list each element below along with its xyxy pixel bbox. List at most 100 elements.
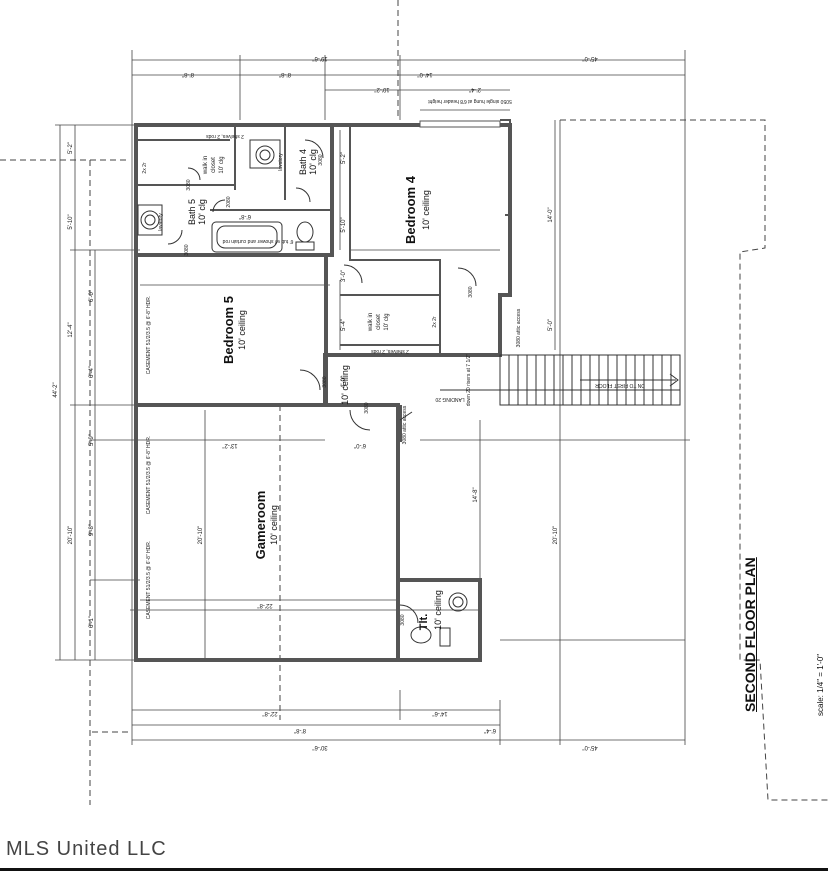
dim-left-g: 5'-9" — [89, 434, 95, 446]
plan-scale: scale: 1/4" = 1'-0" — [816, 653, 825, 716]
note-casement-3: CASEMENT 51/2/3.5 @ 6'-8" HDR. — [146, 541, 152, 620]
watermark: MLS United LLC — [6, 838, 167, 860]
dim-inner-h: 5'-4" — [341, 319, 347, 331]
room-bath-4: Bath 4 10' clg — [298, 149, 318, 175]
dim-left-overall: 44'-2" — [53, 382, 59, 397]
note-casement-2: CASEMENT 51/2/3.5 @ 6'-8" HDR. — [146, 436, 152, 515]
note-door-e: 3080 — [468, 286, 474, 297]
room-walkin-closet-lower: walk in closet 10' clg — [368, 313, 390, 332]
hall-ceiling: 10' ceiling — [340, 365, 350, 405]
room-bedroom-4: Bedroom 4 10' ceiling — [403, 175, 431, 244]
note-shelves-top: 2 shelves, 2 rods — [206, 133, 244, 139]
staircase — [440, 354, 681, 406]
dim-left-i: 6'-1" — [89, 616, 95, 628]
dim-bottom-right: 14'-6" — [432, 710, 447, 716]
note-door-a: 3080 — [186, 179, 192, 190]
dim-bottom-b: 8'-8" — [294, 727, 306, 733]
bedroom-5-label: Bedroom 5 — [221, 296, 236, 364]
closet-upper-line1: walk in — [203, 156, 209, 175]
dim-left-f: 6'-4" — [89, 366, 95, 378]
dim-top-d: 10'-2" — [374, 86, 389, 92]
dim-left-h: 9'-8" — [89, 524, 95, 536]
fixtures — [137, 139, 477, 647]
dim-inner-i: 4'-0" — [341, 376, 347, 388]
closet-upper-line3: 10' clg — [219, 156, 225, 173]
dim-inner-g: 6'-8" — [239, 213, 251, 219]
bath-5-ceiling: 10' clg — [197, 199, 207, 225]
room-toilet: Tlt. 10' ceiling — [418, 590, 443, 630]
dim-inner-d: 13'-2" — [222, 442, 237, 448]
note-shelves-mid: 2 shelves, 2 rods — [371, 348, 409, 354]
note-stair: DN TO FIRST FLOOR — [595, 382, 645, 388]
dim-top-e: 2'-4" — [469, 86, 481, 92]
first-floor-outline — [0, 0, 828, 805]
note-stair-risers: down 20 risers at 7 1/2" — [466, 354, 472, 407]
toilet-ceiling: 10' ceiling — [433, 590, 443, 630]
dim-inner-e: 6'-0" — [354, 442, 366, 448]
bath-4-ceiling: 10' clg — [308, 149, 318, 175]
plan-notes: 2 shelves, 2 rods 2 shelves, 2 rods lava… — [142, 98, 645, 626]
bedroom-4-label: Bedroom 4 — [403, 175, 418, 244]
dimension-lines — [55, 50, 690, 745]
note-door-f: 3080 — [322, 376, 328, 387]
dim-bottom-c: 6'-4" — [484, 727, 496, 733]
dim-top-b: 8'-8" — [279, 71, 291, 77]
dim-left-b: 5'-10" — [68, 214, 74, 229]
dim-top-c: 14'-0" — [417, 71, 432, 77]
note-attic-access-2: 3080 attic access — [402, 405, 408, 444]
dim-inner-f: 5'-10" — [341, 217, 347, 232]
dim-inner-b: 14'-8" — [473, 487, 479, 502]
dim-bottom-overall: 45'-0" — [582, 744, 597, 750]
bath-5-label: Bath 5 — [187, 199, 197, 225]
note-door-c: 3080 — [184, 244, 190, 255]
dim-left-d: 20'-10" — [68, 526, 74, 545]
note-door-g: 3080 — [364, 402, 370, 413]
dim-inner-j: 3'-0" — [341, 270, 347, 282]
dim-inner-a: 20'-10" — [198, 526, 204, 545]
bedroom-5-ceiling: 10' ceiling — [237, 310, 247, 350]
dim-inner-k: 5'-2" — [341, 152, 347, 164]
room-bath-5: Bath 5 10' clg — [187, 199, 207, 225]
dimension-labels: 45'-0" 19'-6" 8'-8" 8'-8" 14'-0" 10'-2" … — [53, 55, 598, 750]
room-gameroom: Gameroom 10' ceiling — [253, 491, 279, 560]
bath-4-label: Bath 4 — [298, 149, 308, 175]
room-bedroom-5: Bedroom 5 10' ceiling — [221, 296, 247, 364]
dim-top-a: 8'-8" — [182, 71, 194, 77]
dim-top-overall: 45'-0" — [582, 55, 597, 61]
note-header: 5050 single hung at 6'8 header height — [428, 98, 512, 104]
gameroom-label: Gameroom — [253, 491, 268, 560]
dim-top-left: 19'-6" — [312, 55, 327, 61]
bottom-rule — [0, 868, 828, 871]
note-casement-1: CASEMENT 51/2/3.5 @ 6'-8" HDR. — [146, 296, 152, 375]
gameroom-ceiling: 10' ceiling — [269, 505, 279, 545]
closet-upper-line2: closet — [211, 157, 217, 173]
room-walkin-closet-upper: walk in closet 10' clg — [203, 156, 225, 175]
toilet-label: Tlt. — [418, 614, 430, 631]
note-door-b: 2080 — [226, 196, 232, 207]
hall-label: 10' ceiling — [340, 365, 350, 405]
note-tub: 6' tub w/ shower and curtain rod — [222, 238, 293, 244]
note-door-h: 3080 — [400, 614, 406, 625]
dim-left-e: 6'-0" — [89, 290, 95, 302]
note-attic-access: 3080 attic access — [516, 308, 522, 347]
walls — [134, 119, 512, 662]
dim-bottom-left: 30'-6" — [312, 744, 327, 750]
closet-lower-line3: 10' clg — [384, 313, 390, 330]
dim-left-a: 5'-2" — [68, 142, 74, 154]
note-lavatory-2: lavatory — [278, 153, 284, 171]
note-door-d: 3080 — [318, 154, 324, 165]
note-landing: LANDING 20 — [435, 396, 464, 402]
note-lav-shelf: 2x 2r — [432, 316, 438, 327]
dim-right-b: 5'-0" — [548, 319, 554, 331]
dim-bottom-a: 22'-8" — [262, 710, 277, 716]
dim-left-c: 12'-4" — [68, 322, 74, 337]
dim-inner-c: 22'-8" — [257, 602, 272, 608]
closet-lower-line2: closet — [376, 314, 382, 330]
note-hanging: 2x 2r — [142, 162, 148, 173]
bedroom-4-ceiling: 10' ceiling — [421, 190, 431, 230]
note-lavatory-1: lavatory — [158, 213, 164, 231]
closet-lower-line1: walk in — [368, 313, 374, 332]
dim-right-a: 14'-0" — [548, 207, 554, 222]
dim-right-c: 20'-10" — [553, 526, 559, 545]
